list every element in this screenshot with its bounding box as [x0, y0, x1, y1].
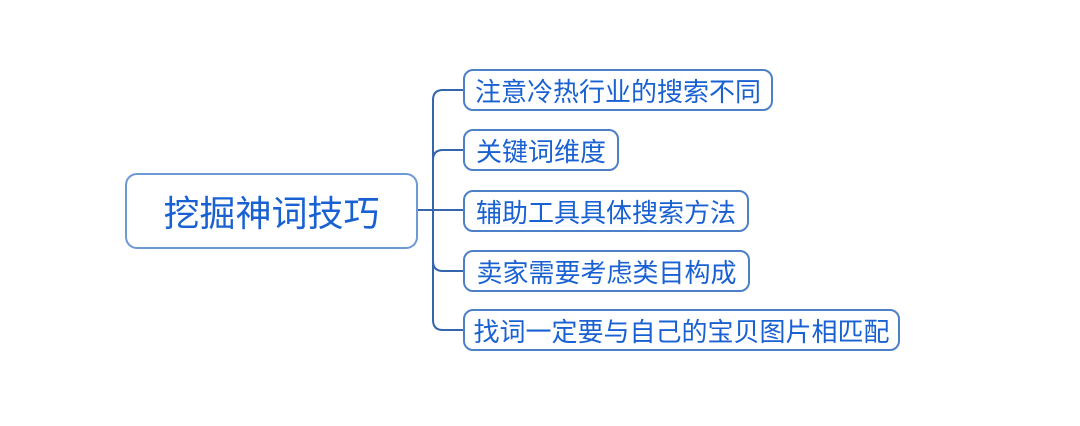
connector-branch-1 [432, 89, 463, 210]
branch-node-1[interactable]: 注意冷热行业的搜索不同 [463, 69, 773, 111]
connector-branch-4 [432, 210, 463, 272]
branch-node-4-label: 卖家需要考虑类目构成 [476, 258, 737, 288]
connector-branch-5 [432, 210, 463, 331]
branch-node-3[interactable]: 辅助工具具体搜索方法 [463, 190, 749, 232]
branch-node-4[interactable]: 卖家需要考虑类目构成 [463, 250, 750, 292]
root-node[interactable]: 挖掘神词技巧 [125, 173, 418, 249]
branch-node-5[interactable]: 找词一定要与自己的宝贝图片相匹配 [463, 309, 900, 351]
branch-node-2[interactable]: 关键词维度 [463, 129, 619, 171]
branch-node-5-label: 找词一定要与自己的宝贝图片相匹配 [473, 317, 890, 347]
root-node-label: 挖掘神词技巧 [163, 194, 380, 234]
branch-node-1-label: 注意冷热行业的搜索不同 [475, 77, 762, 107]
branch-node-3-label: 辅助工具具体搜索方法 [476, 198, 737, 228]
branch-node-2-label: 关键词维度 [476, 137, 607, 167]
connector-branch-2 [432, 149, 463, 210]
